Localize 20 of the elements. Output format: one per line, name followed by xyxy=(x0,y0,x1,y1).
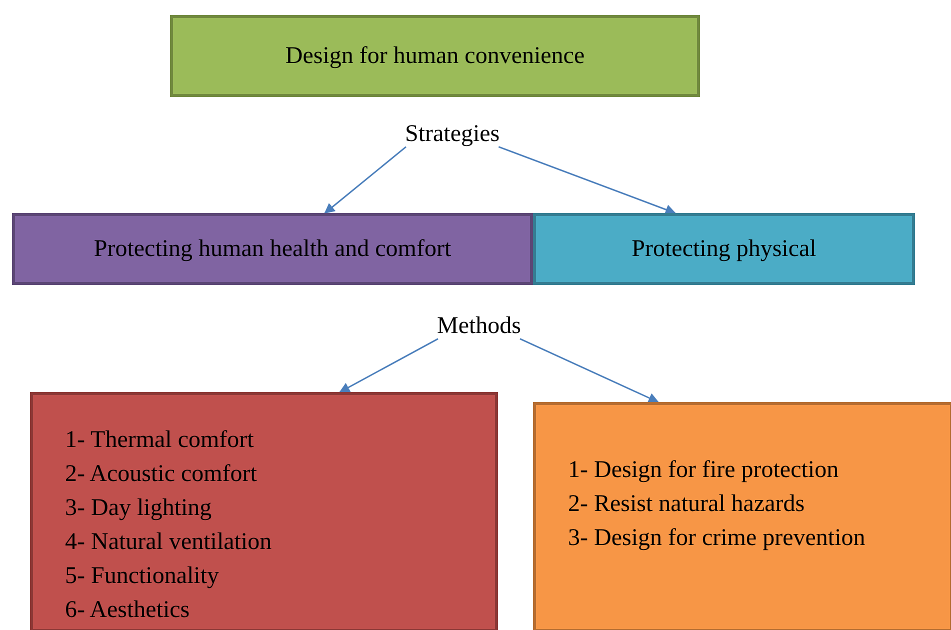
list-item: 3- Day lighting xyxy=(65,494,213,523)
list-item: 6- Aesthetics xyxy=(65,596,191,625)
list-item: 1- Thermal comfort xyxy=(65,426,255,455)
strategies-label: Strategies xyxy=(405,121,500,147)
arrow xyxy=(498,146,676,215)
strategy-box: Protecting human health and comfort xyxy=(12,213,533,285)
list-item: 2- Acoustic comfort xyxy=(65,460,258,489)
methods-box xyxy=(533,402,951,630)
list-item: 2- Resist natural hazards xyxy=(568,490,806,519)
list-item: 5- Functionality xyxy=(65,562,220,591)
arrow xyxy=(324,146,406,214)
list-item: 1- Design for fire protection xyxy=(568,456,840,485)
methods-label: Methods xyxy=(437,313,521,339)
list-item: 3- Design for crime prevention xyxy=(568,524,866,553)
arrow xyxy=(339,338,438,393)
title-box: Design for human convenience xyxy=(170,15,700,97)
arrow xyxy=(520,338,659,403)
strategy-box: Protecting physical xyxy=(533,213,915,285)
methods-box xyxy=(30,392,498,630)
list-item: 4- Natural ventilation xyxy=(65,528,273,557)
